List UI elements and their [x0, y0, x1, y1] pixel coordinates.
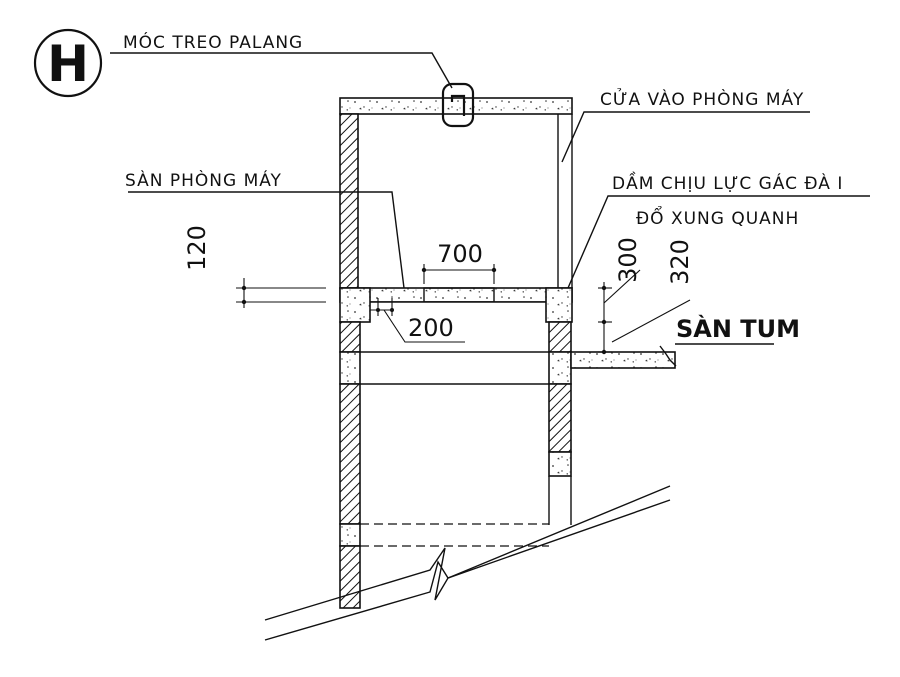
- left-shaft-wall-3: [339, 545, 361, 609]
- door-label: CỬA VÀO PHÒNG MÁY: [600, 87, 804, 110]
- dim-300-text: 300: [614, 237, 642, 283]
- hook-leader: [110, 52, 453, 89]
- detail-marker-circle: [33, 28, 103, 98]
- dimension-300-320: 300 320: [598, 237, 694, 355]
- left-wall-upper: [339, 113, 359, 289]
- roof-slab: [339, 97, 573, 115]
- right-shaft-tie-beam-1: [548, 351, 572, 385]
- left-shaft-wall-2: [339, 383, 361, 525]
- beam-leader: [567, 195, 870, 289]
- roof-floor-slab: [570, 351, 676, 369]
- roof-floor-label: SÀN TUM: [676, 314, 800, 343]
- right-shaft-wall-2: [548, 383, 572, 453]
- dim-120-text: 120: [183, 225, 211, 271]
- beam-label-line2: ĐỔ XUNG QUANH: [636, 205, 799, 229]
- machine-floor-label: SÀN PHÒNG MÁY: [125, 169, 282, 191]
- dimension-200: 200: [370, 298, 465, 343]
- machine-room-floor-slab: [339, 287, 573, 303]
- door-leader: [561, 111, 810, 163]
- dim-200-text: 200: [408, 314, 454, 342]
- detail-marker: H: [33, 28, 103, 98]
- detail-marker-letter: H: [47, 35, 89, 93]
- right-shaft-tie-beam-2: [548, 451, 572, 477]
- left-beam: [339, 287, 371, 323]
- hook-icon: [450, 94, 466, 116]
- dim-700-text: 700: [437, 240, 483, 268]
- dim-320-text: 320: [666, 239, 694, 285]
- machine-floor-leader: [128, 191, 405, 289]
- left-shaft-wall-1: [339, 321, 361, 353]
- dimension-700: 700: [421, 240, 497, 284]
- left-shaft-tie-beam-2: [339, 523, 361, 547]
- right-beam: [545, 287, 573, 323]
- hook-box: [441, 82, 475, 128]
- break-line: [264, 485, 671, 641]
- beam-label-line1: DẦM CHỊU LỰC GÁC ĐÀ I: [612, 170, 843, 194]
- dimension-120: 120: [183, 225, 326, 308]
- hook-label: MÓC TREO PALANG: [123, 31, 303, 53]
- hoist-hook: [441, 82, 475, 128]
- left-shaft-tie-beam-1: [339, 351, 361, 385]
- right-shaft-wall-1: [548, 321, 572, 353]
